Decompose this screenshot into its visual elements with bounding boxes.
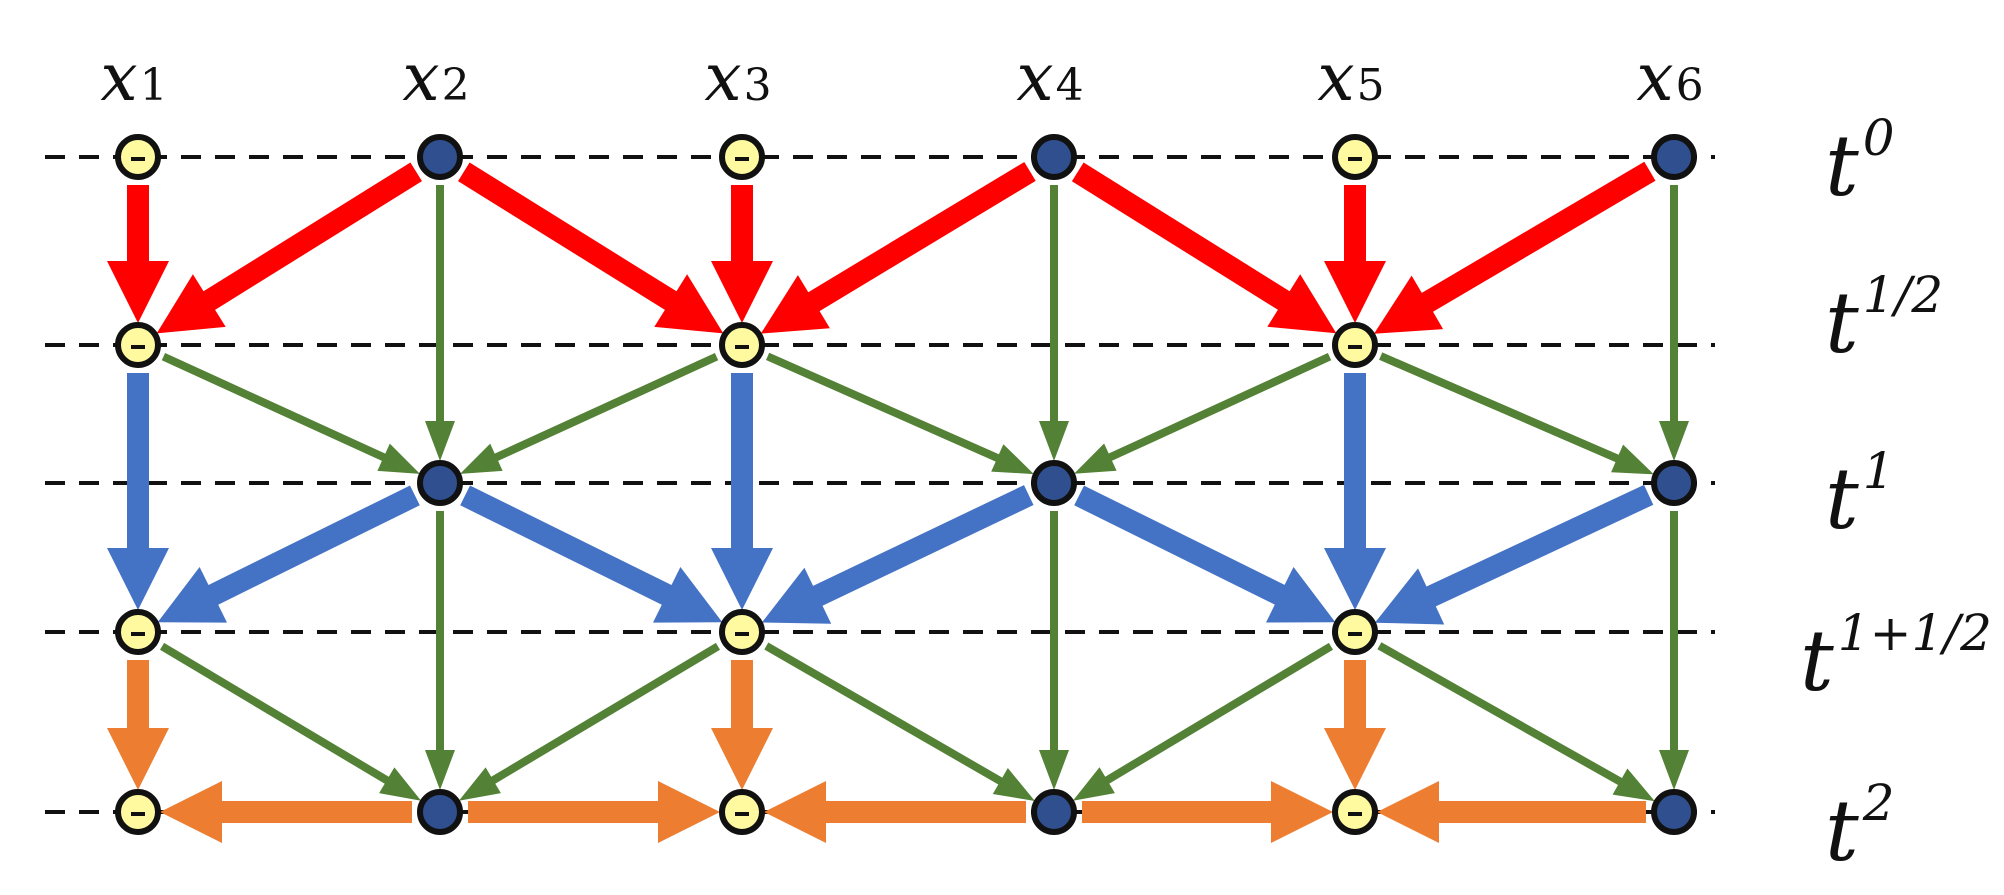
arrow-orange-36 [468, 781, 720, 843]
time-label-0: t0 [1825, 109, 1895, 215]
arrow-red-1 [156, 162, 422, 334]
arrow-orange-34 [1324, 660, 1386, 790]
blue-node [1651, 134, 1697, 180]
column-label-3: x3 [704, 39, 771, 116]
column-label-2: x2 [402, 39, 469, 116]
time-label-4: t2 [1825, 774, 1895, 880]
yellow-node [115, 134, 161, 180]
arrow-blue-20 [761, 485, 1034, 624]
arrow-green-12 [460, 353, 719, 474]
node-circle [417, 789, 463, 835]
arrow-green-9 [1039, 185, 1069, 461]
blue-node [1651, 789, 1697, 835]
yellow-node [115, 789, 161, 835]
node-circle [1651, 789, 1697, 835]
node-circle [1031, 460, 1077, 506]
arrow-green-24 [425, 511, 455, 790]
yellow-node [115, 609, 161, 655]
arrow-blue-18 [460, 485, 723, 623]
column-label-1: x1 [100, 39, 167, 116]
arrow-green-29 [764, 642, 1035, 801]
node-circle [1651, 134, 1697, 180]
yellow-node [719, 134, 765, 180]
yellow-node [1332, 322, 1378, 368]
arrow-green-31 [1377, 642, 1655, 802]
node-circle [1031, 789, 1077, 835]
yellow-node [719, 609, 765, 655]
arrow-green-8 [425, 185, 455, 461]
arrow-green-27 [160, 642, 422, 801]
arrow-red-6 [1324, 185, 1386, 323]
time-label-2: t1 [1825, 442, 1895, 548]
blue-node [417, 789, 463, 835]
thick-arrows [107, 161, 1656, 843]
arrow-blue-17 [157, 485, 420, 623]
arrow-orange-38 [1082, 781, 1333, 843]
arrow-green-13 [766, 352, 1034, 475]
arrow-blue-23 [1374, 484, 1654, 625]
arrow-green-25 [1039, 511, 1069, 790]
axis-labels: x1 x2 x3 x4 x5 x6 t0 t1/2 t1 t1+1/2 t2 [100, 39, 1992, 880]
yellow-node [719, 789, 765, 835]
blue-node [1031, 460, 1077, 506]
node-circle [417, 460, 463, 506]
arrow-green-10 [1659, 185, 1689, 461]
arrow-red-3 [711, 185, 773, 323]
column-label-6: x6 [1636, 39, 1703, 116]
node-circle [417, 134, 463, 180]
blue-node [1031, 134, 1077, 180]
yellow-node [719, 322, 765, 368]
arrow-green-28 [458, 642, 720, 801]
arrow-blue-19 [711, 373, 773, 610]
blue-node [417, 134, 463, 180]
arrow-blue-16 [107, 373, 169, 610]
blue-node [1651, 460, 1697, 506]
arrow-red-7 [1374, 161, 1656, 334]
arrow-blue-21 [1074, 485, 1336, 623]
column-label-4: x4 [1016, 39, 1083, 116]
arrow-orange-37 [764, 781, 1026, 843]
arrow-green-30 [1072, 642, 1333, 801]
arrow-orange-33 [711, 660, 773, 790]
arrow-green-26 [1659, 511, 1689, 790]
node-circle [1031, 134, 1077, 180]
blue-node [417, 460, 463, 506]
arrow-green-14 [1074, 353, 1332, 474]
node-circle [1651, 460, 1697, 506]
yellow-node [1332, 134, 1378, 180]
arrow-red-2 [458, 162, 724, 334]
green-arrows [160, 185, 1689, 802]
arrow-green-11 [161, 353, 421, 474]
yellow-node [1332, 789, 1378, 835]
arrow-red-0 [107, 185, 169, 323]
time-label-1: t1/2 [1825, 266, 1943, 372]
blue-node [1031, 789, 1077, 835]
time-label-3: t1+1/2 [1800, 604, 1992, 710]
arrow-red-5 [1071, 162, 1337, 334]
arrow-blue-22 [1324, 373, 1386, 610]
yellow-node [1332, 609, 1378, 655]
arrow-orange-32 [107, 660, 169, 790]
yellow-node [115, 322, 161, 368]
column-label-5: x5 [1317, 39, 1384, 116]
arrow-orange-35 [160, 781, 412, 843]
grid-nodes [115, 134, 1697, 835]
arrow-green-15 [1379, 352, 1654, 475]
arrow-red-4 [760, 162, 1036, 334]
arrow-orange-39 [1377, 781, 1646, 843]
